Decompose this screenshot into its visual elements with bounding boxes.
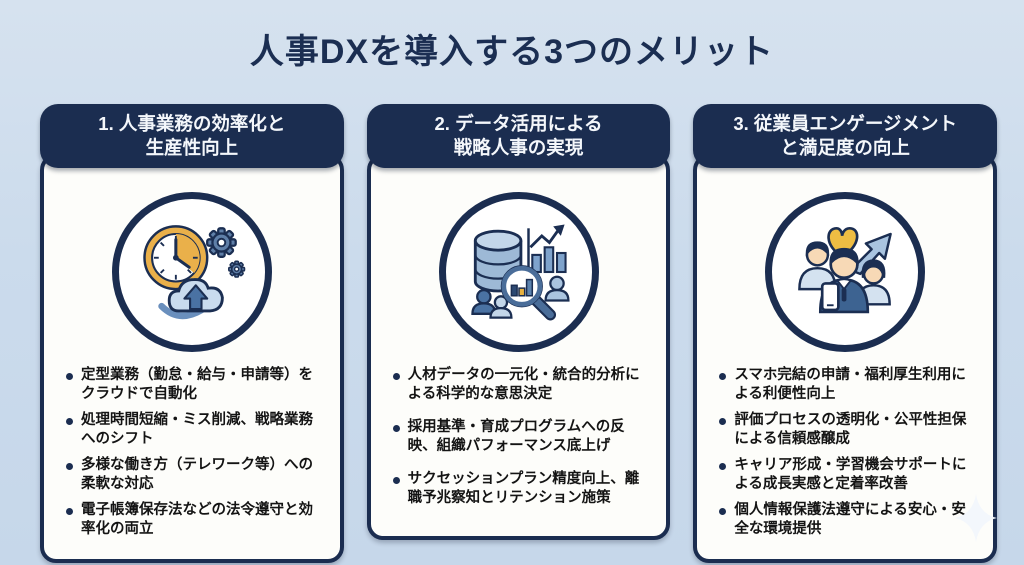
benefit-cards-row: 1. 人事業務の効率化と 生産性向上 <box>40 104 998 564</box>
card-engagement-header: 3. 従業員エンゲージメント と満足度の向上 <box>693 104 998 168</box>
bullet-item: サクセッションプラン精度向上、離職予兆察知とリテンション施策 <box>391 470 653 509</box>
card-efficiency-title-line1: 1. 人事業務の効率化と <box>98 112 286 134</box>
bullet-item: 電子帳簿保存法などの法令遵守と効率化の両立 <box>64 501 326 540</box>
bullet-item: 評価プロセスの透明化・公平性担保による信頼感醸成 <box>717 411 979 450</box>
bullet-item: 多様な働き方（テレワーク等）への柔軟な対応 <box>64 456 326 495</box>
bullet-item: 処理時間短縮・ミス削減、戦略業務へのシフト <box>64 411 326 450</box>
database-analytics-magnifier-icon <box>438 192 599 352</box>
card-efficiency-body: 定型業務（勤怠・給与・申請等）をクラウドで自動化 処理時間短縮・ミス削減、戦略業… <box>40 154 344 564</box>
card-efficiency-header: 1. 人事業務の効率化と 生産性向上 <box>40 104 344 168</box>
card-engagement-title-line1: 3. 従業員エンゲージメント <box>733 112 958 134</box>
card-data-strategy-header: 2. データ活用による 戦略人事の実現 <box>366 104 671 168</box>
card-efficiency: 1. 人事業務の効率化と 生産性向上 <box>40 104 344 564</box>
bullet-item: 定型業務（勤怠・給与・申請等）をクラウドで自動化 <box>64 366 326 405</box>
card-data-strategy-title-line1: 2. データ活用による <box>434 112 603 134</box>
card-engagement: 3. 従業員エンゲージメント と満足度の向上 <box>693 104 998 564</box>
card-data-strategy-title-line2: 戦略人事の実現 <box>453 137 584 158</box>
employees-heart-growth-icon <box>765 192 926 352</box>
bullet-item: 採用基準・育成プログラムへの反映、組織パフォーマンス底上げ <box>391 418 653 457</box>
card-engagement-body: スマホ完結の申請・福利厚生利用による利便性向上 評価プロセスの透明化・公平性担保… <box>693 154 998 564</box>
bullet-item: キャリア形成・学習機会サポートによる成長実感と定着率改善 <box>717 456 979 495</box>
card-data-strategy-bullets: 人材データの一元化・統合的分析による科学的な意思決定 採用基準・育成プログラムへ… <box>383 366 655 509</box>
bullet-item: 人材データの一元化・統合的分析による科学的な意思決定 <box>391 366 653 405</box>
page-title: 人事DXを導入する3つのメリット <box>249 33 775 71</box>
sparkle-icon <box>955 494 997 542</box>
card-engagement-title-line2: と満足度の向上 <box>780 137 910 158</box>
card-data-strategy-body: 人材データの一元化・統合的分析による科学的な意思決定 採用基準・育成プログラムへ… <box>366 154 671 540</box>
clock-gears-cloud-icon <box>111 192 272 352</box>
bullet-item: 個人情報保護法遵守による安心・安全な環境提供 <box>717 501 979 540</box>
card-efficiency-title-line2: 生産性向上 <box>145 137 239 158</box>
card-engagement-bullets: スマホ完結の申請・福利厚生利用による利便性向上 評価プロセスの透明化・公平性担保… <box>709 366 981 539</box>
card-data-strategy: 2. データ活用による 戦略人事の実現 <box>366 104 671 563</box>
card-efficiency-bullets: 定型業務（勤怠・給与・申請等）をクラウドで自動化 処理時間短縮・ミス削減、戦略業… <box>56 366 328 539</box>
bullet-item: スマホ完結の申請・福利厚生利用による利便性向上 <box>717 366 979 405</box>
